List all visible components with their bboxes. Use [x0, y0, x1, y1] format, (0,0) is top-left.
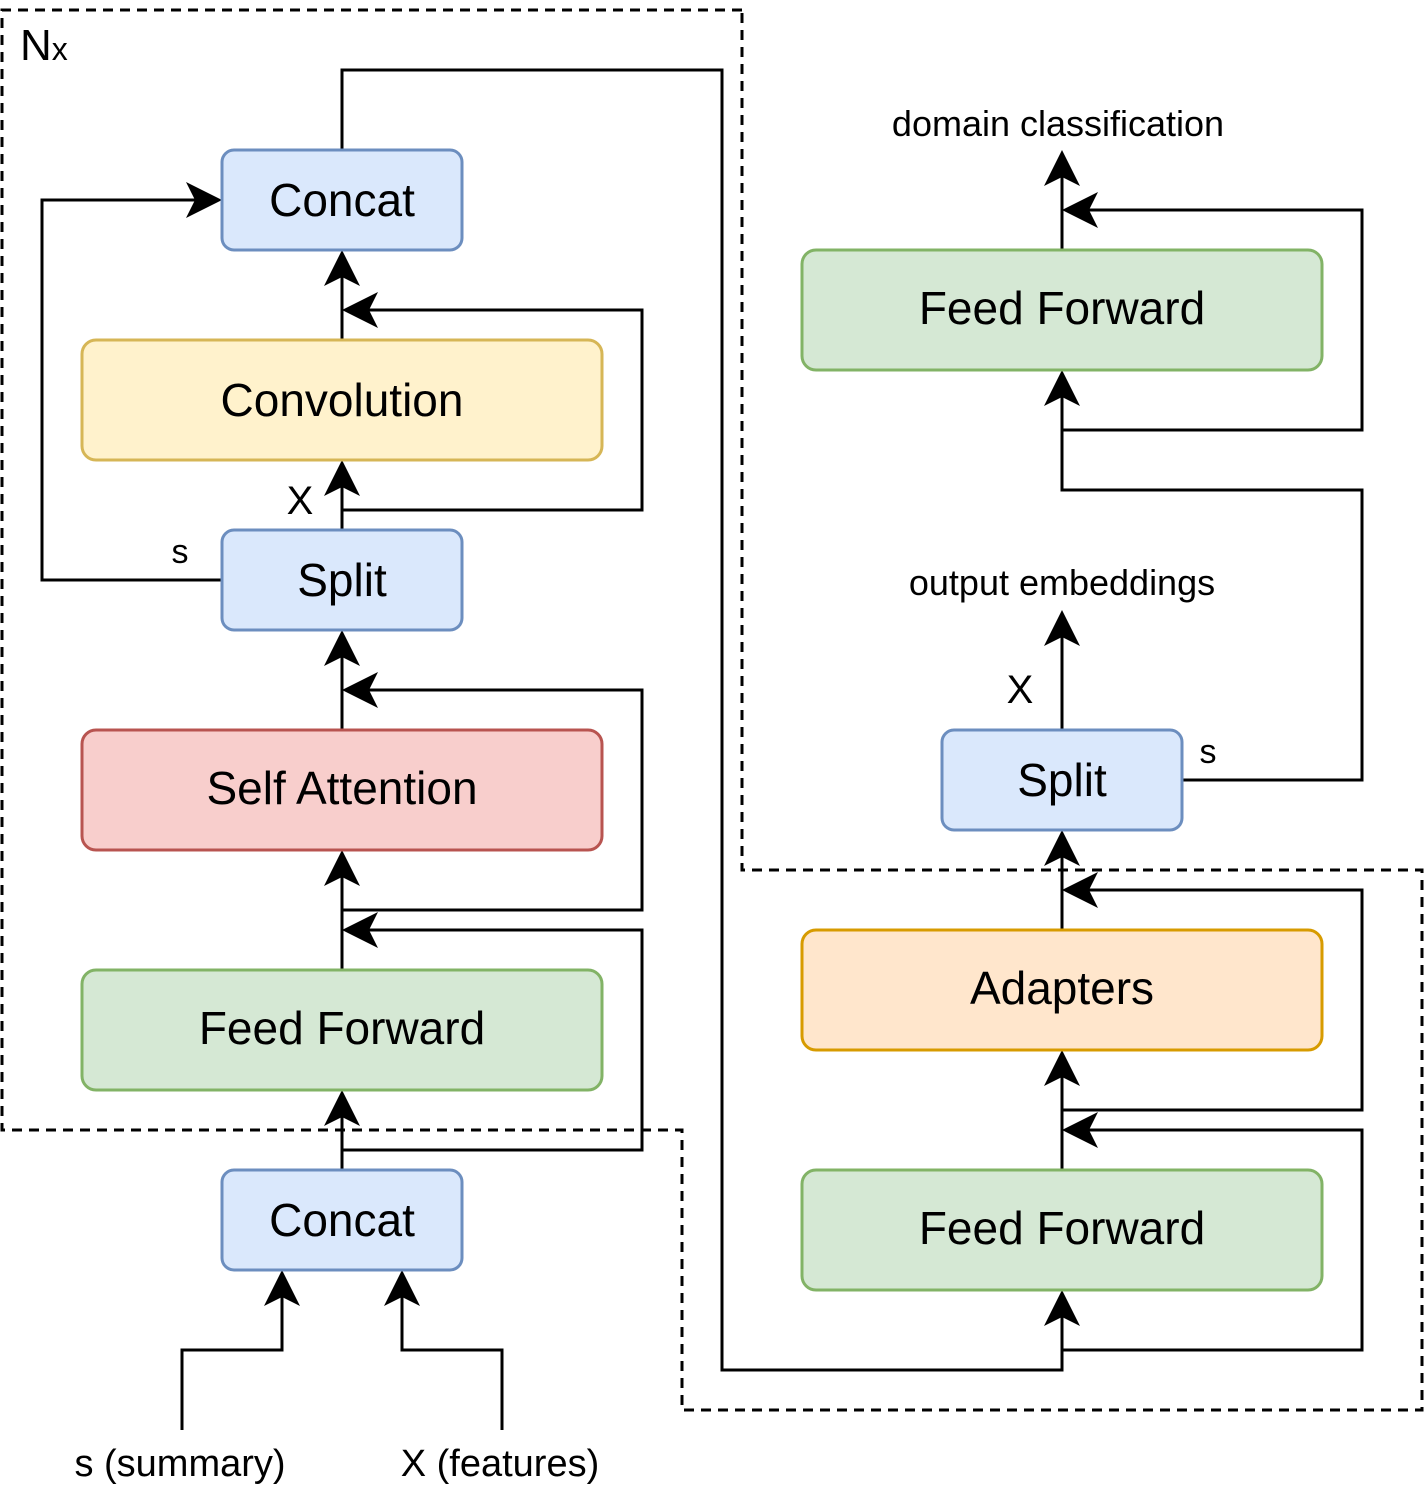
arrowhead-to-embeddings [1044, 610, 1080, 646]
split-right-x-label: X [1007, 668, 1034, 712]
arrowhead-conv-residual [342, 292, 378, 328]
arrowhead-attention-residual [342, 672, 378, 708]
feed-forward-left-label: Feed Forward [199, 1002, 485, 1054]
split-left-label: Split [297, 554, 387, 606]
concat-input-label: Concat [269, 1194, 415, 1246]
arrowhead-top-ffn-residual [1062, 192, 1098, 228]
arrowheads [186, 150, 1098, 1326]
split-right-box: Split [940, 728, 1184, 832]
arrowhead-to-right-split [1044, 830, 1080, 866]
summary-connector [180, 1290, 284, 1430]
split-left-box: Split [220, 528, 464, 632]
split-right-label: Split [1017, 754, 1107, 806]
left-repeat-group-outline [0, 8, 1424, 1412]
convolution-label: Convolution [221, 374, 464, 426]
top-ffn-residual-connector [1062, 208, 1364, 432]
self-attention-box: Self Attention [80, 728, 604, 852]
split-right-s-label: s [1200, 733, 1217, 771]
feed-forward-bottom-label: Feed Forward [919, 1202, 1205, 1254]
feed-forward-bottom-box: Feed Forward [800, 1168, 1324, 1292]
conv-residual-connector [342, 308, 644, 512]
ffn-residual-connector [342, 928, 644, 1152]
split-s-to-concat-connector [40, 198, 222, 582]
concat-top-box: Concat [220, 148, 464, 252]
output-embeddings-label: output embeddings [909, 562, 1215, 603]
arrowhead-summary [264, 1270, 300, 1306]
feed-forward-top-label: Feed Forward [919, 282, 1205, 334]
attention-residual-connector [342, 688, 644, 912]
adapters-label: Adapters [970, 962, 1154, 1014]
block-to-right-connector [340, 68, 1064, 1372]
arrowhead-adapters-residual [1062, 872, 1098, 908]
arrowhead-s-to-concat [186, 182, 222, 218]
arrowhead-right-ffn-residual [1062, 1112, 1098, 1148]
arrowhead-ffn-residual [342, 912, 378, 948]
split-left-s-label: s [172, 533, 189, 571]
adapters-residual-connector [1062, 888, 1364, 1112]
arrowhead-to-adapters [1044, 1050, 1080, 1086]
left-connectors [40, 68, 1064, 1430]
arrowhead-to-domain-classification [1044, 150, 1080, 186]
self-attention-label: Self Attention [206, 762, 477, 814]
arrowhead-to-conv [324, 460, 360, 496]
arrowhead-features [384, 1270, 420, 1306]
arrowhead-to-right-ffn [1044, 1290, 1080, 1326]
feed-forward-left-box: Feed Forward [80, 968, 604, 1092]
concat-input-box: Concat [220, 1168, 464, 1272]
adapters-box: Adapters [800, 928, 1324, 1052]
summary-input-label: s (summary) [74, 1443, 285, 1485]
arrowhead-to-split [324, 630, 360, 666]
arrowhead-to-concat [324, 250, 360, 286]
arrowhead-to-top-ffn [1044, 370, 1080, 406]
features-input-label: X (features) [401, 1443, 600, 1485]
arrowhead-to-attention [324, 850, 360, 886]
right-ffn-residual-connector [1062, 1128, 1364, 1352]
feed-forward-top-box: Feed Forward [800, 248, 1324, 372]
arrowhead-to-ffn [324, 1090, 360, 1126]
right-connectors [1060, 170, 1364, 1352]
concat-top-label: Concat [269, 174, 415, 226]
split-s-to-ffn-connector [1060, 390, 1364, 782]
repeat-label: Nx [20, 21, 68, 70]
domain-classification-label: domain classification [892, 103, 1224, 144]
split-left-x-label: X [287, 479, 314, 523]
features-connector [400, 1290, 504, 1430]
convolution-box: Convolution [80, 338, 604, 462]
